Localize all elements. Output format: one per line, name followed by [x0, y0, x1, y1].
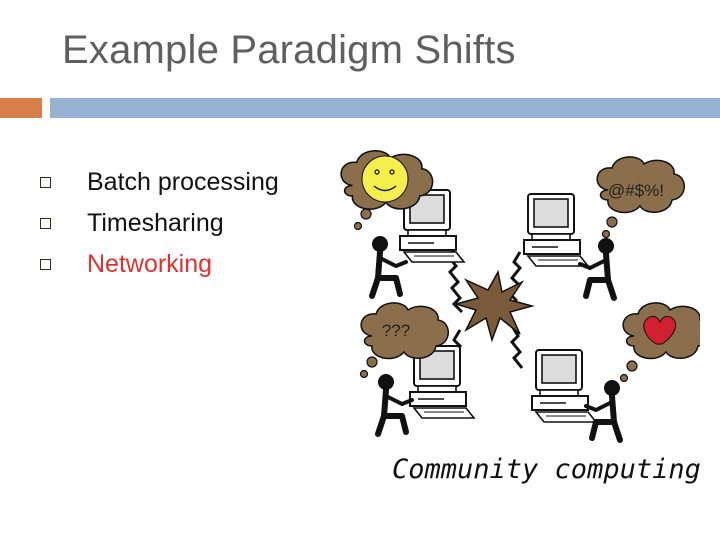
thought-bubble-curse: @#$%! — [596, 156, 686, 239]
bullet-label: Batch processing — [87, 168, 279, 196]
thought-bubble-smiley — [340, 149, 434, 231]
bullet-label: Timesharing — [87, 209, 224, 237]
person-icon — [586, 380, 620, 440]
heart-icon — [643, 315, 677, 345]
square-bullet-icon — [40, 177, 51, 188]
bullet-item-networking: Networking — [40, 244, 279, 285]
bullet-list: Batch processing Timesharing Networking — [40, 162, 279, 285]
computer-icon — [531, 349, 597, 423]
bullet-label: Networking — [87, 250, 213, 278]
thought-bubble-question: ??? — [359, 302, 450, 379]
square-bullet-icon — [40, 218, 51, 229]
thought-bubble-heart — [619, 302, 700, 383]
network-burst-icon — [453, 269, 535, 343]
community-computing-illustration: @#$%! ??? — [340, 149, 700, 450]
square-bullet-icon — [40, 259, 51, 270]
slide-title: Example Paradigm Shifts — [62, 28, 516, 72]
illustration-caption: Community computing — [392, 454, 701, 485]
thought-text-curse: @#$%! — [608, 181, 664, 200]
bullet-item-timesharing: Timesharing — [40, 203, 279, 244]
person-icon — [378, 374, 412, 434]
accent-bar-orange — [0, 98, 42, 118]
thought-text-question: ??? — [382, 321, 410, 340]
accent-bar-blue — [50, 98, 720, 118]
computer-icon — [523, 193, 589, 267]
bullet-item-batch-processing: Batch processing — [40, 162, 279, 203]
person-icon — [580, 238, 614, 298]
smiley-face-icon — [361, 155, 409, 203]
